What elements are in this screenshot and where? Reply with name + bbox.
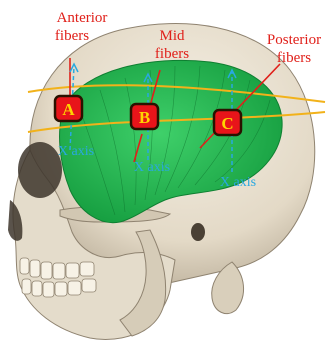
posterior-label-line2: fibers — [277, 50, 311, 66]
marker-c: C — [214, 110, 241, 135]
marker-b-letter: B — [139, 108, 150, 127]
posterior-label-line1: Posterior — [267, 32, 321, 48]
marker-a-letter: A — [62, 100, 75, 119]
marker-b: B — [131, 104, 158, 129]
marker-a: A — [55, 96, 82, 121]
x-axis-a-label: X axis — [58, 144, 94, 159]
anterior-label-line2: fibers — [55, 28, 89, 44]
ear-canal — [191, 223, 205, 241]
marker-c-letter: C — [221, 114, 233, 133]
mid-label-line1: Mid — [159, 28, 185, 44]
mid-label-line2: fibers — [155, 46, 189, 62]
anterior-label-line1: Anterior — [57, 10, 108, 26]
x-axis-b-label: X axis — [134, 160, 170, 175]
orbit — [18, 142, 62, 198]
x-axis-c-label: X axis — [220, 175, 256, 190]
